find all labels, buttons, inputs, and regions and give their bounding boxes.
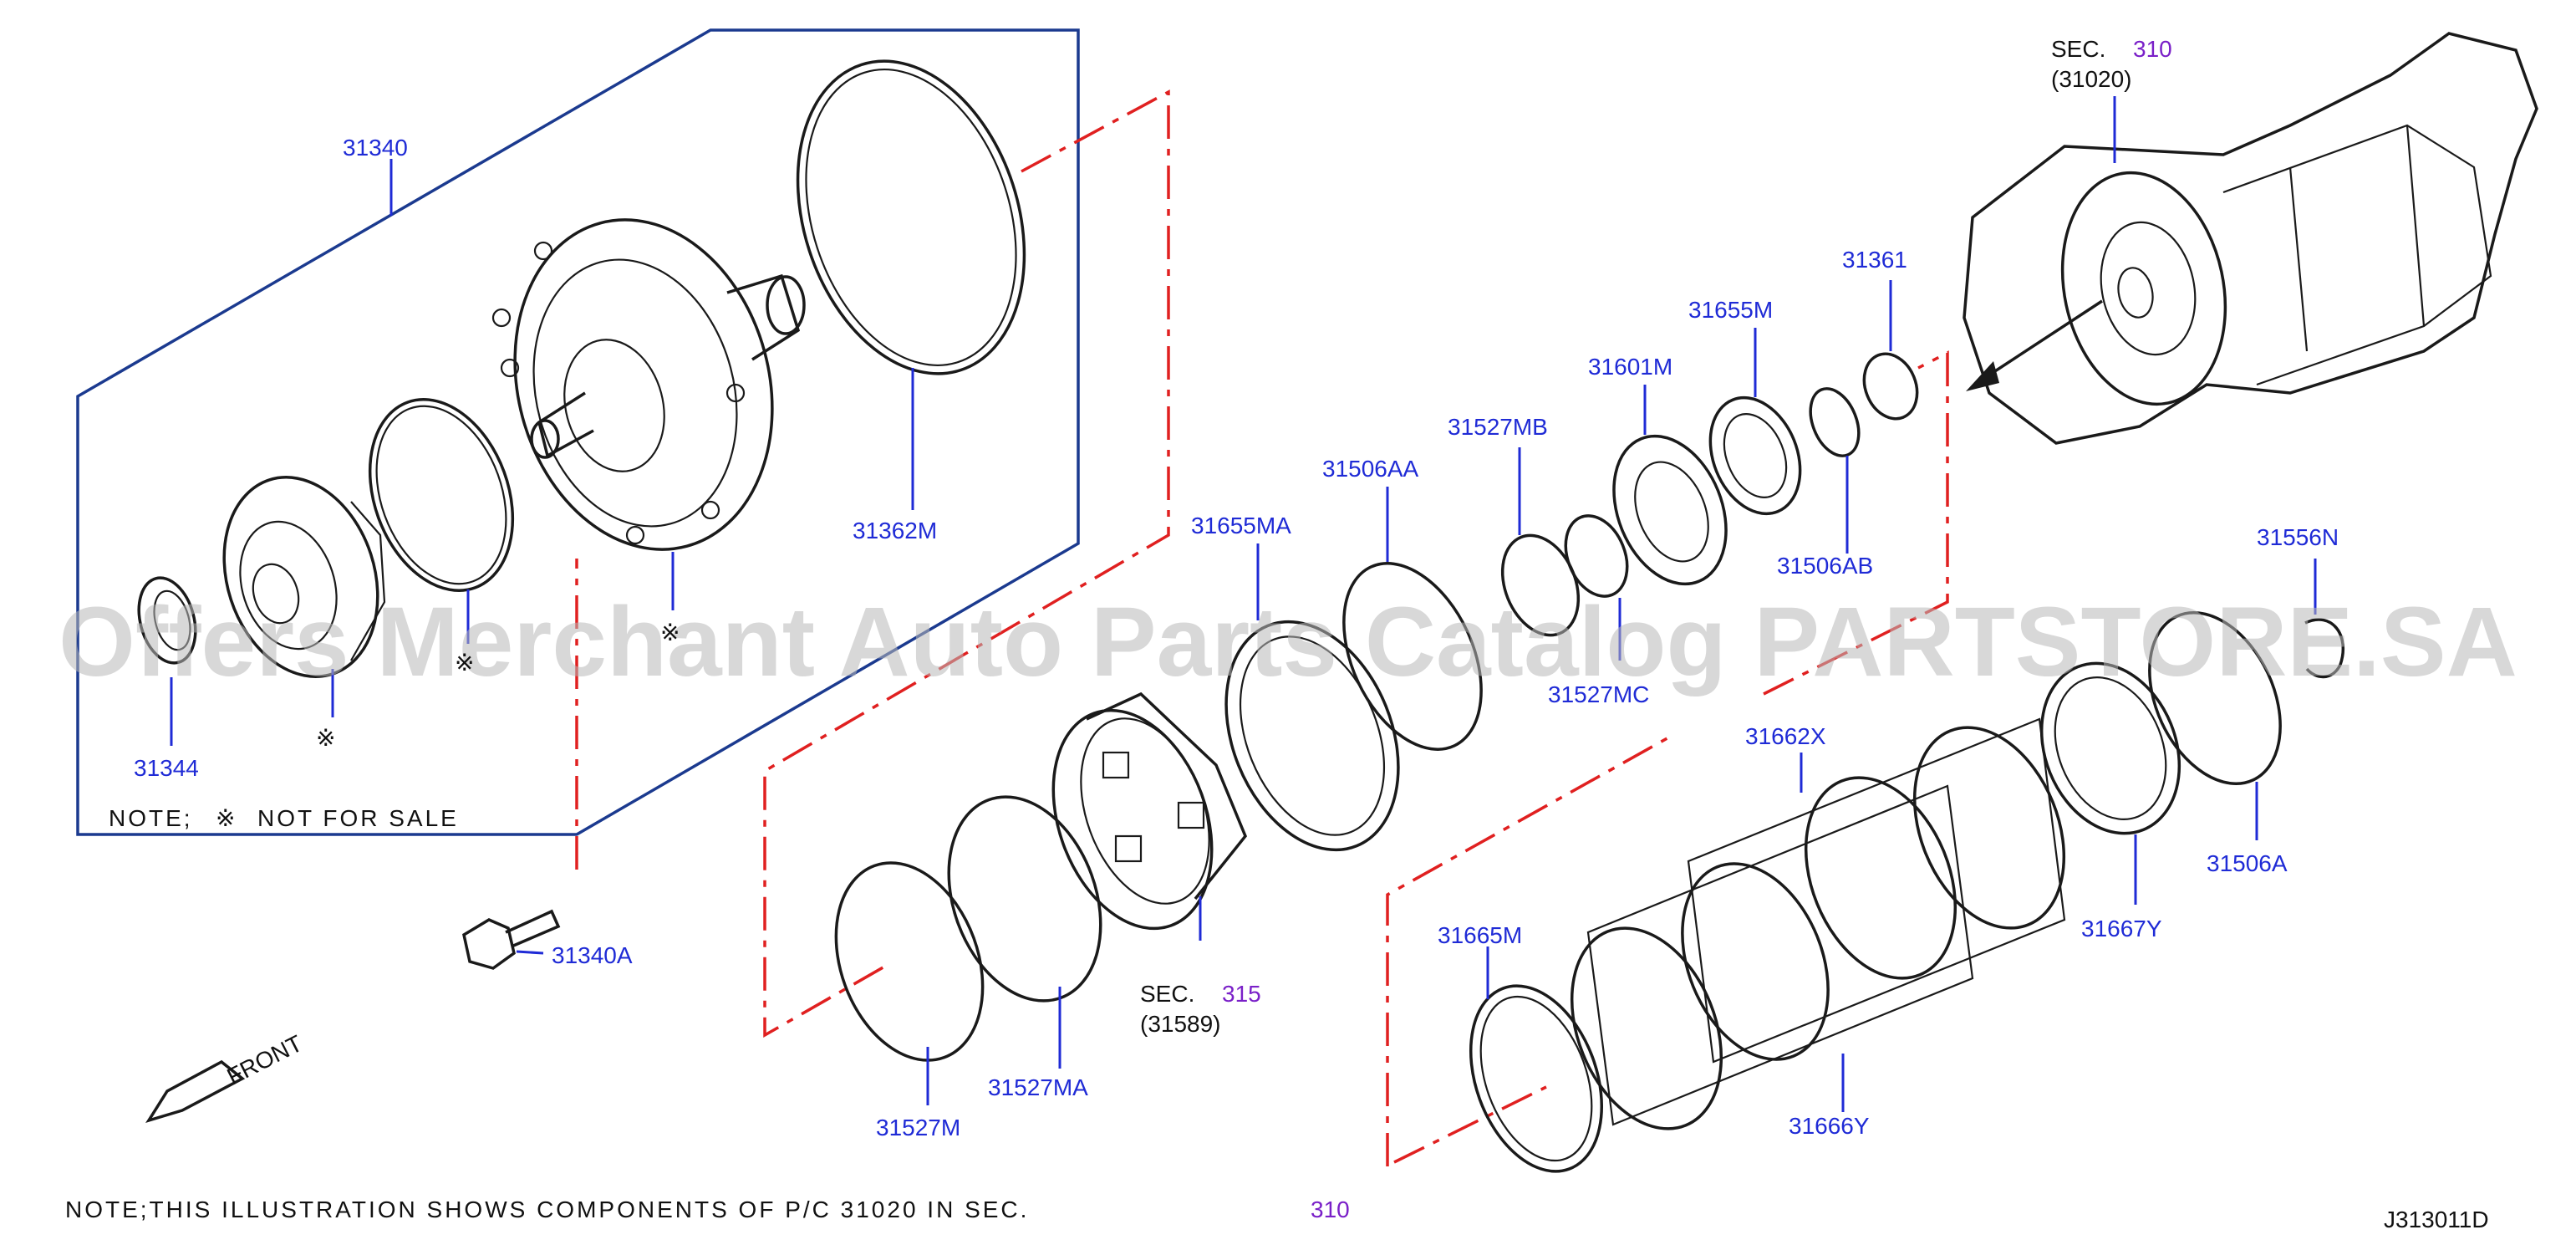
snap-ring-31506A — [2148, 610, 2282, 786]
label-31344[interactable]: 31344 — [134, 755, 199, 781]
sec-mid-code: (31589) — [1140, 1011, 1221, 1037]
plate-31667Y — [2039, 661, 2181, 835]
plate-31666Y — [1570, 926, 1723, 1130]
label-31340A[interactable]: 31340A — [552, 942, 633, 968]
sec-top-number[interactable]: 310 — [2133, 36, 2172, 62]
seal-31527M — [834, 861, 985, 1062]
piston-31601M — [1612, 434, 1728, 586]
washer-31361 — [1862, 352, 1919, 421]
label-31340[interactable]: 31340 — [343, 135, 408, 161]
clutch-pack-box-31662X — [1687, 717, 2066, 1064]
o-ring-31362M-inner — [805, 69, 1017, 366]
label-31527MB[interactable]: 31527MB — [1448, 414, 1548, 440]
box-note-symbol: ※ — [216, 805, 235, 831]
label-31362M[interactable]: 31362M — [853, 518, 937, 543]
sec-mid-number[interactable]: 315 — [1222, 981, 1261, 1007]
o-ring-small — [368, 398, 515, 592]
label-31655M[interactable]: 31655M — [1688, 297, 1773, 323]
bottom-note: NOTE;THIS ILLUSTRATION SHOWS COMPONENTS … — [65, 1197, 1029, 1222]
pump-assembly-box — [76, 28, 1080, 836]
transmission-case — [1963, 32, 2538, 445]
box-note-label: NOTE; — [109, 805, 193, 831]
oil-pump-body — [491, 218, 806, 551]
label-31662X[interactable]: 31662X — [1745, 723, 1826, 749]
not-for-sale-mark: ※ — [316, 725, 335, 751]
label-31556N[interactable]: 31556N — [2257, 524, 2339, 550]
not-for-sale-mark: ※ — [660, 620, 680, 645]
snap-ring-31556N — [2304, 618, 2345, 679]
bottom-note-sec-number[interactable]: 310 — [1311, 1197, 1350, 1222]
diagram-code: J313011D — [2384, 1207, 2489, 1232]
dash-line-left — [763, 89, 1170, 1038]
leader-31340A — [516, 950, 544, 955]
install-arrow-head — [1966, 361, 1999, 391]
clutch-drum — [1051, 691, 1248, 931]
oil-seal-31344 — [137, 576, 197, 665]
bolt-31340A — [462, 909, 561, 970]
label-31666Y[interactable]: 31666Y — [1789, 1113, 1870, 1139]
seal-31527MC — [1564, 514, 1629, 598]
label-31361[interactable]: 31361 — [1842, 247, 1907, 273]
label-31655MA[interactable]: 31655MA — [1191, 513, 1291, 538]
bearing-31655MA — [1224, 620, 1400, 852]
snap-ring-31506AA — [1342, 562, 1483, 751]
not-for-sale-mark: ※ — [455, 650, 474, 676]
dash-line-plate — [1393, 1085, 1547, 1164]
bearing-31655M — [1708, 395, 1802, 516]
front-arrow-icon — [145, 1059, 246, 1124]
label-31667Y[interactable]: 31667Y — [2081, 916, 2162, 941]
label-31506A[interactable]: 31506A — [2207, 850, 2288, 876]
label-31506AA[interactable]: 31506AA — [1322, 456, 1419, 482]
sec-mid-prefix: SEC. — [1140, 981, 1194, 1007]
watermark: Offers Merchant Auto Parts Catalog PARTS… — [59, 587, 2517, 697]
box-note-text: NOT FOR SALE — [257, 805, 459, 831]
dash-line-right — [1386, 350, 1949, 1166]
label-31601M[interactable]: 31601M — [1588, 354, 1672, 380]
label-31527MC[interactable]: 31527MC — [1548, 681, 1649, 707]
install-arrow — [1980, 299, 2103, 382]
plate-31662X-a — [1681, 862, 1830, 1061]
o-ring-31362M — [796, 59, 1026, 375]
clutch-pack-box-31666Y — [1586, 784, 1974, 1126]
plate-31665M — [1469, 984, 1604, 1173]
plate-31662X-b — [1804, 776, 1957, 980]
snap-ring-31506AB — [1809, 387, 1861, 457]
sec-top-code: (31020) — [2051, 66, 2132, 92]
plate-31662X-c — [1912, 726, 2066, 930]
label-31527M[interactable]: 31527M — [876, 1115, 960, 1140]
label-31527MA[interactable]: 31527MA — [988, 1074, 1088, 1100]
front-label: FRONT — [223, 1030, 307, 1089]
label-31506AB[interactable]: 31506AB — [1777, 553, 1873, 579]
label-31665M[interactable]: 31665M — [1438, 922, 1522, 948]
sec-top-prefix: SEC. — [2051, 36, 2105, 62]
